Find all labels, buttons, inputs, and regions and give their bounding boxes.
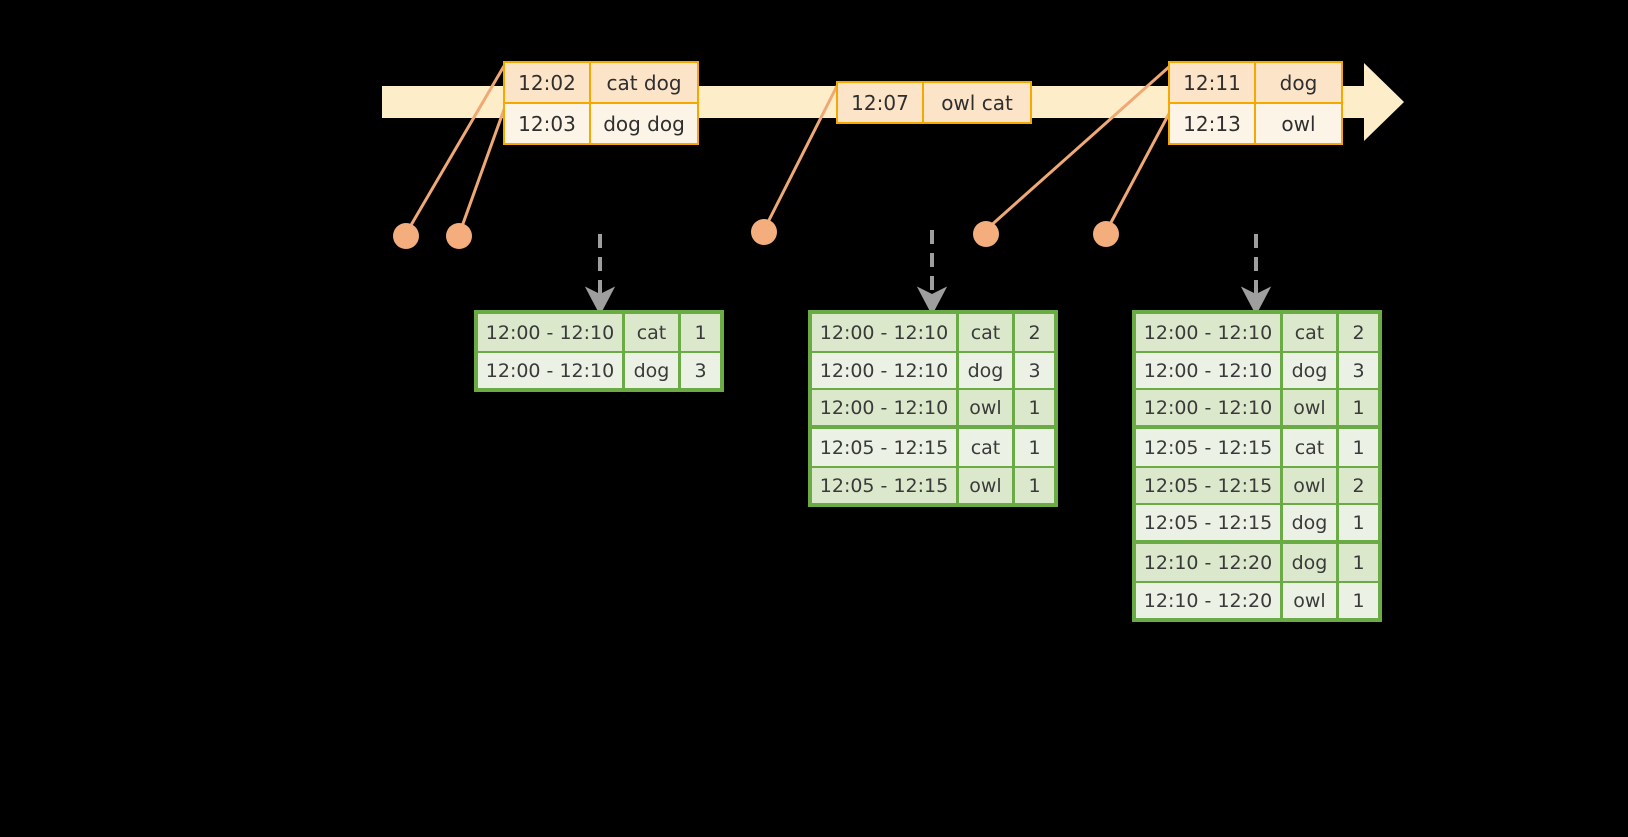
timeline-event-group-2[interactable]: 12:07 owl cat: [836, 81, 1032, 124]
cell-word: dog: [1280, 503, 1336, 540]
cell-window: 12:00 - 12:10: [812, 351, 956, 388]
table-row[interactable]: 12:05 - 12:15 owl 2: [1136, 466, 1378, 503]
table-row[interactable]: 12:00 - 12:10 owl 1: [812, 388, 1054, 429]
cell-window: 12:00 - 12:10: [478, 351, 622, 388]
event-words: owl cat: [941, 90, 1013, 115]
cell-word: dog: [622, 351, 678, 388]
event-dots: [393, 219, 1119, 249]
timeline-event-row[interactable]: 12:07 owl cat: [838, 83, 1030, 122]
cell-window: 12:00 - 12:10: [485, 321, 615, 344]
event-dot-1: [393, 223, 419, 249]
cell-word: dog: [956, 351, 1012, 388]
trigger-arrows: [584, 230, 1272, 316]
cell-window: 12:05 - 12:15: [819, 436, 949, 459]
cell-word: cat: [956, 429, 1012, 466]
cell-count: 1: [1012, 429, 1054, 466]
cell-window: 12:00 - 12:10: [1143, 321, 1273, 344]
cell-count: 3: [678, 351, 720, 388]
cell-word: cat: [1280, 314, 1336, 351]
table-row[interactable]: 12:05 - 12:15 owl 1: [812, 466, 1054, 503]
cell-window: 12:05 - 12:15: [1143, 436, 1273, 459]
result-table-3[interactable]: 12:00 - 12:10 cat 2 12:00 - 12:10 dog 3 …: [1132, 310, 1382, 622]
cell-count: 2: [1012, 314, 1054, 351]
result-table-2[interactable]: 12:00 - 12:10 cat 2 12:00 - 12:10 dog 3 …: [808, 310, 1058, 507]
event-dot-5: [1093, 221, 1119, 247]
cell-count: 1: [1012, 466, 1054, 503]
cell-word: owl: [956, 466, 1012, 503]
table-row[interactable]: 12:00 - 12:10 cat 1: [478, 314, 720, 351]
event-time: 12:02: [505, 63, 591, 102]
timeline-event-row[interactable]: 12:02 cat dog: [505, 63, 697, 102]
cell-count: 3: [1012, 351, 1054, 388]
cell-word: cat: [1280, 429, 1336, 466]
table-row[interactable]: 12:00 - 12:10 cat 2: [812, 314, 1054, 351]
event-words: dog dog: [603, 111, 685, 136]
cell-window: 12:05 - 12:15: [1136, 503, 1280, 540]
cell-word: owl: [956, 388, 1012, 425]
event-time: 12:13: [1170, 104, 1256, 143]
cell-window: 12:00 - 12:10: [1136, 351, 1280, 388]
event-time: 12:07: [838, 83, 924, 122]
cell-word: cat: [622, 314, 678, 351]
cell-window: 12:05 - 12:15: [1136, 466, 1280, 503]
cell-window: 12:00 - 12:10: [812, 388, 956, 425]
event-dot-3: [751, 219, 777, 245]
cell-count: 1: [678, 314, 720, 351]
result-table-1[interactable]: 12:00 - 12:10 cat 1 12:00 - 12:10 dog 3: [474, 310, 724, 392]
table-row[interactable]: 12:05 - 12:15 dog 1: [1136, 503, 1378, 544]
event-words: owl: [1281, 111, 1316, 136]
table-row[interactable]: 12:00 - 12:10 dog 3: [478, 351, 720, 388]
timeline-event-group-3[interactable]: 12:11 dog 12:13 owl: [1168, 61, 1343, 145]
cell-word: owl: [1280, 581, 1336, 618]
table-row[interactable]: 12:00 - 12:10 dog 3: [812, 351, 1054, 388]
cell-window: 12:10 - 12:20: [1136, 581, 1280, 618]
event-time: 12:03: [505, 104, 591, 143]
timeline-event-row[interactable]: 12:11 dog: [1170, 63, 1341, 102]
table-row[interactable]: 12:10 - 12:20 dog 1: [1136, 544, 1378, 581]
cell-count: 2: [1336, 314, 1378, 351]
cell-word: dog: [1280, 351, 1336, 388]
cell-word: owl: [1280, 466, 1336, 503]
cell-word: owl: [1280, 388, 1336, 425]
event-dot-2: [446, 223, 472, 249]
table-row[interactable]: 12:00 - 12:10 owl 1: [1136, 388, 1378, 429]
cell-window: 12:00 - 12:10: [1136, 388, 1280, 425]
cell-window: 12:00 - 12:10: [819, 321, 949, 344]
event-words: dog: [1279, 70, 1318, 95]
event-time: 12:11: [1170, 63, 1256, 102]
timeline-event-row[interactable]: 12:03 dog dog: [505, 102, 697, 143]
cell-count: 1: [1336, 429, 1378, 466]
cell-window: 12:05 - 12:15: [812, 466, 956, 503]
table-row[interactable]: 12:00 - 12:10 dog 3: [1136, 351, 1378, 388]
table-row[interactable]: 12:05 - 12:15 cat 1: [812, 429, 1054, 466]
table-row[interactable]: 12:05 - 12:15 cat 1: [1136, 429, 1378, 466]
cell-count: 2: [1336, 466, 1378, 503]
cell-window: 12:10 - 12:20: [1143, 551, 1273, 574]
timeline-event-group-1[interactable]: 12:02 cat dog 12:03 dog dog: [503, 61, 699, 145]
event-words: cat dog: [606, 70, 682, 95]
timeline-event-row[interactable]: 12:13 owl: [1170, 102, 1341, 143]
table-row[interactable]: 12:00 - 12:10 cat 2: [1136, 314, 1378, 351]
event-dot-4: [973, 221, 999, 247]
cell-count: 1: [1012, 388, 1054, 425]
cell-count: 1: [1336, 388, 1378, 425]
cell-count: 1: [1336, 581, 1378, 618]
cell-count: 1: [1336, 503, 1378, 540]
table-row[interactable]: 12:10 - 12:20 owl 1: [1136, 581, 1378, 618]
cell-word: dog: [1280, 544, 1336, 581]
cell-word: cat: [956, 314, 1012, 351]
cell-count: 3: [1336, 351, 1378, 388]
cell-count: 1: [1336, 544, 1378, 581]
